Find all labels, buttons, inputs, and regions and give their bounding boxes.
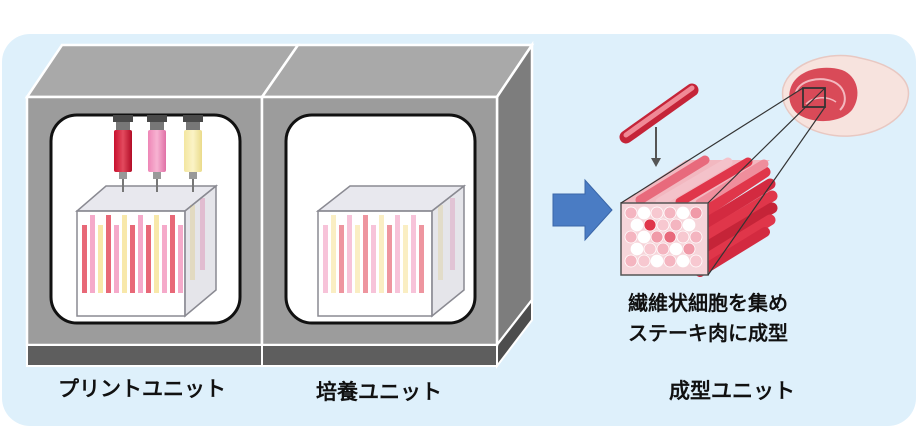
description-line-2: ステーキ肉に成型 (628, 321, 788, 345)
down-arrow-icon (651, 127, 661, 167)
syringe-red (113, 115, 133, 192)
fiber-bundle (620, 155, 778, 277)
meat-steak-icon (781, 54, 910, 137)
print-cube (74, 184, 219, 318)
syringe-pink (147, 115, 167, 192)
culture-cube (315, 184, 467, 318)
syringe-yellow (183, 115, 203, 192)
forming-description: 繊維状細胞を集め ステーキ肉に成型 (628, 288, 788, 348)
print-unit-label: プリントユニット (58, 377, 226, 401)
syringes (113, 115, 203, 192)
zoom-lines (620, 87, 826, 276)
single-fiber (619, 83, 699, 144)
culture-unit-label: 培養ユニット (316, 380, 442, 404)
right-arrow-icon (552, 178, 613, 242)
description-line-1: 繊維状細胞を集め (628, 291, 788, 315)
forming-unit-label: 成型ユニット (669, 379, 795, 403)
